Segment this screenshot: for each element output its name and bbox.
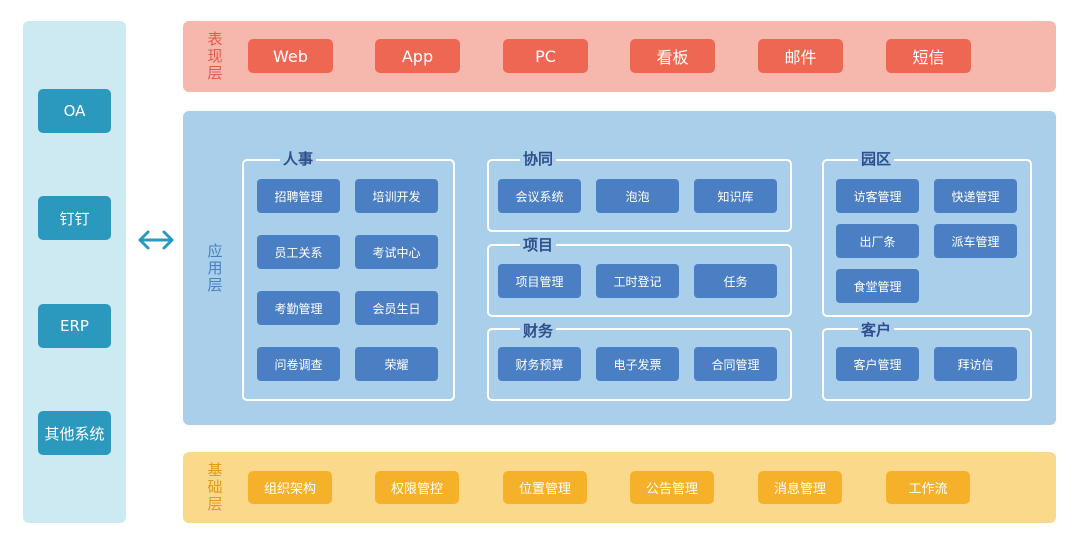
group-project-title: 项目 <box>520 235 557 255</box>
module-visit-letter[interactable]: 拜访信 <box>934 347 1017 381</box>
module-employee-relations[interactable]: 员工关系 <box>257 235 340 269</box>
group-finance-title: 财务 <box>520 321 557 341</box>
group-collab-title: 协同 <box>520 149 557 169</box>
module-knowledge-base[interactable]: 知识库 <box>694 179 777 213</box>
application-layer-label: 应 用 层 <box>207 241 223 294</box>
base-message[interactable]: 消息管理 <box>758 471 842 504</box>
group-customer <box>822 328 1032 401</box>
module-vehicle-dispatch[interactable]: 派车管理 <box>934 224 1017 258</box>
presentation-layer-label: 表 现 层 <box>207 30 223 82</box>
module-member-birthday[interactable]: 会员生日 <box>355 291 438 325</box>
module-task[interactable]: 任务 <box>694 264 777 298</box>
module-project-management[interactable]: 项目管理 <box>498 264 581 298</box>
channel-pc[interactable]: PC <box>503 39 588 73</box>
channel-app[interactable]: App <box>375 39 460 73</box>
group-hr <box>242 159 455 401</box>
module-exam-center[interactable]: 考试中心 <box>355 235 438 269</box>
channel-email[interactable]: 邮件 <box>758 39 843 73</box>
base-location[interactable]: 位置管理 <box>503 471 587 504</box>
system-other[interactable]: 其他系统 <box>38 411 111 455</box>
module-visitor[interactable]: 访客管理 <box>836 179 919 213</box>
channel-dashboard[interactable]: 看板 <box>630 39 715 73</box>
module-timesheet[interactable]: 工时登记 <box>596 264 679 298</box>
group-park <box>822 159 1032 317</box>
module-honor[interactable]: 荣耀 <box>355 347 438 381</box>
module-budget[interactable]: 财务预算 <box>498 347 581 381</box>
base-workflow[interactable]: 工作流 <box>886 471 970 504</box>
channel-web[interactable]: Web <box>248 39 333 73</box>
double-arrow-icon <box>138 230 174 250</box>
system-erp[interactable]: ERP <box>38 304 111 348</box>
module-exit-slip[interactable]: 出厂条 <box>836 224 919 258</box>
module-survey[interactable]: 问卷调查 <box>257 347 340 381</box>
base-layer-label: 基 础 层 <box>207 461 223 513</box>
base-org-structure[interactable]: 组织架构 <box>248 471 332 504</box>
group-customer-title: 客户 <box>858 320 895 340</box>
base-announcement[interactable]: 公告管理 <box>630 471 714 504</box>
system-oa[interactable]: OA <box>38 89 111 133</box>
module-express[interactable]: 快递管理 <box>934 179 1017 213</box>
base-permission[interactable]: 权限管控 <box>375 471 459 504</box>
module-e-invoice[interactable]: 电子发票 <box>596 347 679 381</box>
system-dingtalk[interactable]: 钉钉 <box>38 196 111 240</box>
module-meeting[interactable]: 会议系统 <box>498 179 581 213</box>
module-recruitment[interactable]: 招聘管理 <box>257 179 340 213</box>
module-paopao[interactable]: 泡泡 <box>596 179 679 213</box>
module-contract[interactable]: 合同管理 <box>694 347 777 381</box>
group-park-title: 园区 <box>858 149 895 169</box>
channel-sms[interactable]: 短信 <box>886 39 971 73</box>
group-finance <box>487 328 792 401</box>
module-training[interactable]: 培训开发 <box>355 179 438 213</box>
group-hr-title: 人事 <box>280 149 317 169</box>
module-canteen[interactable]: 食堂管理 <box>836 269 919 303</box>
module-customer-management[interactable]: 客户管理 <box>836 347 919 381</box>
group-collab <box>487 159 792 232</box>
group-project <box>487 244 792 317</box>
module-attendance[interactable]: 考勤管理 <box>257 291 340 325</box>
